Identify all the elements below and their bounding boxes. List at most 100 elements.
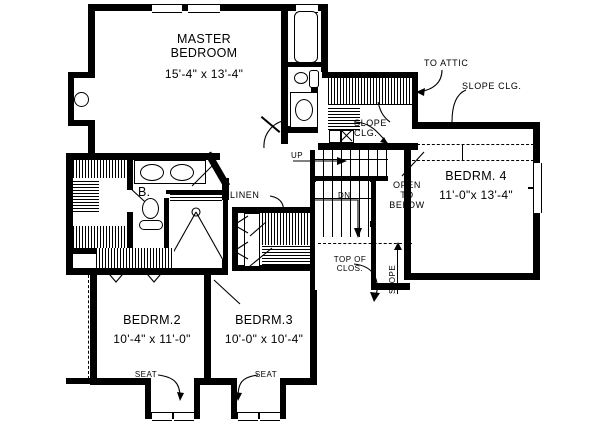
- wall-bay3-bottom: [231, 412, 286, 419]
- wall-bath-bottom: [66, 268, 140, 275]
- leader-slope-clg-1: [451, 89, 467, 123]
- wall-bath-left: [66, 153, 73, 275]
- wall-bay2-left: [145, 378, 151, 418]
- dash-open-to-below: [318, 243, 412, 244]
- attic-hatch-x-mark: [340, 129, 353, 142]
- wall-bed2-right: [204, 275, 211, 385]
- wall-bed4-left: [404, 150, 411, 280]
- arrow-stair-up: [293, 157, 347, 165]
- door-swing-bedroom-3: [213, 279, 241, 305]
- leader-slope-clg-2b: [353, 121, 389, 145]
- stair-wall-right: [371, 181, 376, 290]
- wall-hall-vertical: [222, 178, 229, 200]
- wall-bed3-bottom: [211, 378, 231, 385]
- door-swing-bath: [191, 161, 217, 187]
- closet-doors-hatch-bedrooms: [96, 248, 174, 268]
- door-swing-bed2-closet: [103, 267, 129, 283]
- door-swing-linen-a: [232, 215, 249, 234]
- leader-to-attic: [416, 69, 443, 96]
- slope-ceiling-line-bed4-b: [412, 144, 534, 145]
- annotation-seat-left: SEAT: [134, 370, 158, 379]
- leader-linen-interior: [249, 221, 267, 237]
- wall-attic-closet-right: [412, 72, 418, 126]
- wall-master-right: [281, 4, 288, 144]
- wall-hall-bottom-left: [66, 378, 94, 384]
- bay-window-circle: [74, 92, 89, 107]
- stair-newel-post-3: [370, 221, 376, 227]
- wall-bay-left-top: [68, 72, 95, 78]
- room-dimensions-master-bedroom: 15'-4" x 13'-4": [164, 67, 244, 81]
- wall-bath-bottom-2: [140, 268, 228, 275]
- wall-bay3-left: [231, 378, 237, 418]
- stair-rail-lower: [314, 198, 372, 200]
- leader-seat-left: [157, 374, 184, 401]
- wall-master-left-lower: [88, 122, 95, 160]
- wall-attic-closet-top: [322, 72, 418, 78]
- room-dimensions-bedroom-3: 10'-0" x 10'-4": [224, 332, 304, 346]
- slope-arrow-line-vertical: [397, 246, 399, 294]
- wall-mbath-interior: [288, 62, 321, 67]
- wall-bed4-bottom: [410, 273, 540, 280]
- attic-closet-divider: [328, 104, 414, 105]
- wall-bay-left-bottom: [68, 120, 95, 126]
- window-bed4-mullion: [528, 187, 534, 189]
- leader-top-of-closet: [353, 263, 380, 302]
- closet-rod-hatch-bottom: [73, 226, 127, 248]
- vanity-master-bath: [309, 70, 319, 88]
- dash-hall-left: [88, 275, 89, 379]
- stair-newel-post-2: [370, 176, 376, 182]
- window-bay3-a: [238, 412, 258, 421]
- wall-bed2-bottom: [90, 378, 145, 385]
- door-swing-linen-b: [232, 241, 249, 260]
- window-bed4-right: [533, 163, 542, 213]
- wall-linen-bottom: [232, 265, 312, 271]
- annotation-open-to-below: OPEN TO BELOW: [389, 180, 425, 210]
- room-label-bedroom-4: BEDRM. 4: [445, 169, 507, 183]
- wall-bath-right: [222, 190, 228, 275]
- window-bay2-a: [152, 412, 172, 421]
- sink-bath-left: [140, 164, 164, 181]
- wall-mbath-right: [321, 4, 328, 72]
- toilet-bowl-master: [295, 99, 313, 121]
- wall-bed2-bottom-2: [194, 378, 211, 385]
- wall-master-left-upper: [88, 4, 95, 74]
- bathtub-master: [294, 11, 318, 63]
- arrow-stair-down: [314, 199, 362, 238]
- leader-slope-clg-2: [377, 101, 391, 123]
- annotation-stair-up: UP: [291, 151, 304, 160]
- toilet-tank-bath: [139, 220, 163, 230]
- wall-linen-top: [232, 207, 312, 213]
- shower-drain-x: [168, 207, 224, 261]
- stair-rail-upper: [314, 159, 388, 161]
- door-swing-bed3-closet: [141, 267, 167, 283]
- room-label-bedroom-3: BEDRM.3: [235, 313, 293, 327]
- room-label-master-bedroom: MASTER BEDROOM: [170, 32, 238, 60]
- slope-arrow-head: [394, 242, 402, 250]
- annotation-stair-down: DN: [338, 191, 351, 200]
- stair-treads-upper: [314, 150, 388, 176]
- attic-hatch-square-a: [329, 130, 341, 143]
- window-master-top-1: [152, 4, 182, 13]
- wall-attic-closet-bottom: [318, 143, 418, 150]
- window-bay3-b: [260, 412, 280, 421]
- leader-linen-interior-2: [249, 247, 273, 267]
- stair-wall-left: [310, 150, 315, 290]
- annotation-to-attic: TO ATTIC: [424, 58, 469, 68]
- window-bay2-b: [174, 412, 194, 421]
- door-swing-master: [263, 119, 289, 149]
- attic-closet-rod-hatch: [328, 78, 414, 104]
- wall-shower-left: [164, 198, 169, 268]
- annotation-linen: LINEN: [230, 190, 260, 200]
- annotation-seat-right: SEAT: [254, 370, 278, 379]
- wall-master-bottom: [66, 153, 196, 160]
- linen-shelf-hatch-h: [262, 245, 310, 265]
- wall-closet-divider-2: [127, 212, 133, 248]
- room-label-bedroom-2: BEDRM.2: [123, 313, 181, 327]
- stair-landing-beam: [314, 176, 388, 181]
- slope-ceiling-line-bed4: [412, 160, 534, 161]
- wall-bed3-right: [310, 290, 317, 385]
- wall-open-to-below-bottom: [376, 283, 410, 290]
- annotation-slope-clg-1: SLOPE CLG.: [462, 81, 522, 91]
- sink-bath-right: [170, 164, 194, 181]
